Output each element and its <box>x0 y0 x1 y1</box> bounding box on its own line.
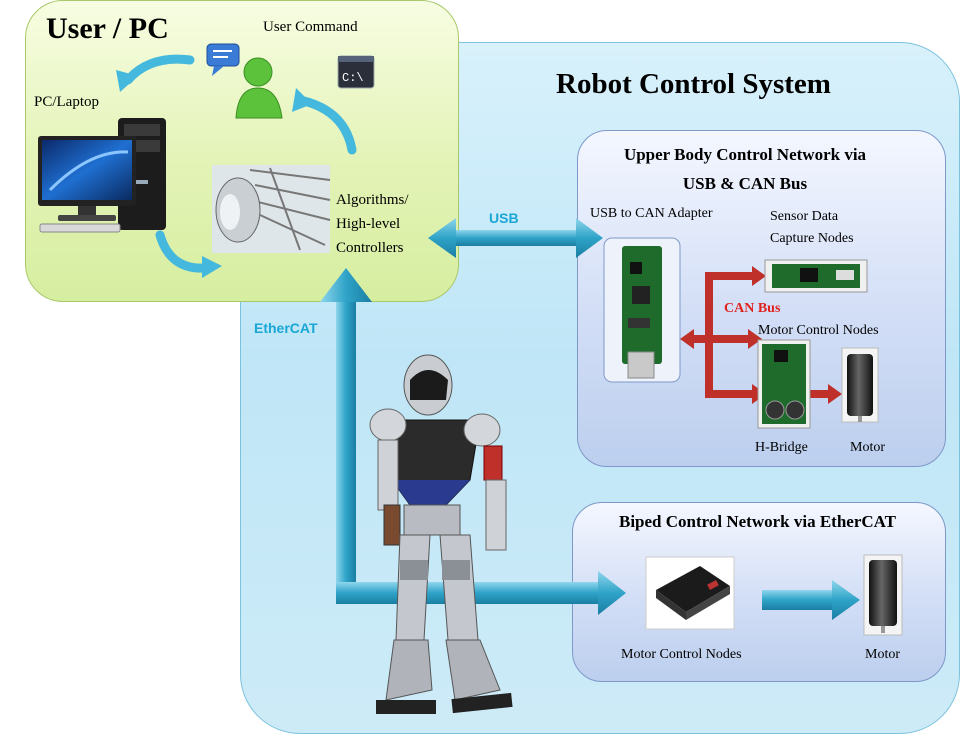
motor-control-board <box>757 339 811 429</box>
user-pc-title: User / PC <box>46 12 169 45</box>
desktop-pc-icon <box>38 118 166 233</box>
pc-laptop-label: PC/Laptop <box>34 94 100 110</box>
motor-icon <box>841 347 879 423</box>
upper-body-network-title: Upper Body Control Network via USB & CAN… <box>623 145 867 193</box>
sensor-board <box>764 259 868 293</box>
biped-network-title: Biped Control Network via EtherCAT <box>618 512 897 531</box>
humanoid-robot <box>369 354 513 714</box>
h-bridge-label: H-Bridge <box>755 440 808 455</box>
biped-motor-label: Motor <box>865 647 900 662</box>
usb-can-adapter-label: USB to CAN Adapter <box>590 206 713 221</box>
robot-head-icon <box>212 165 331 253</box>
algorithms-label: Algorithms/ High-level Controllers <box>336 192 409 256</box>
can-bus-arrows <box>680 266 842 404</box>
robot-control-system-title: Robot Control System <box>556 68 831 100</box>
usb-arrow <box>428 218 603 258</box>
biped-motor-icon <box>863 554 903 636</box>
user-command-label: User Command <box>263 19 358 35</box>
ethercat-label: EtherCAT <box>254 320 318 336</box>
can-bus-label: CAN Bus <box>724 301 781 316</box>
upper-motor-control-nodes-label: Motor Control Nodes <box>758 323 879 338</box>
usb-can-adapter-board <box>603 237 681 383</box>
biped-motor-control-nodes-label: Motor Control Nodes <box>621 647 742 662</box>
biped-arrow <box>762 580 860 620</box>
upper-motor-label: Motor <box>850 440 885 455</box>
usb-label: USB <box>489 210 519 226</box>
svg-text:C:\: C:\ <box>342 71 364 85</box>
command-prompt-icon: C:\ <box>337 55 375 89</box>
sensor-nodes-label: Sensor Data Capture Nodes <box>770 209 854 246</box>
ethercat-driver-box <box>645 556 735 630</box>
chat-bubble-icon <box>206 43 240 76</box>
user-icon <box>235 57 283 119</box>
cycle-arrowheads <box>116 70 312 278</box>
